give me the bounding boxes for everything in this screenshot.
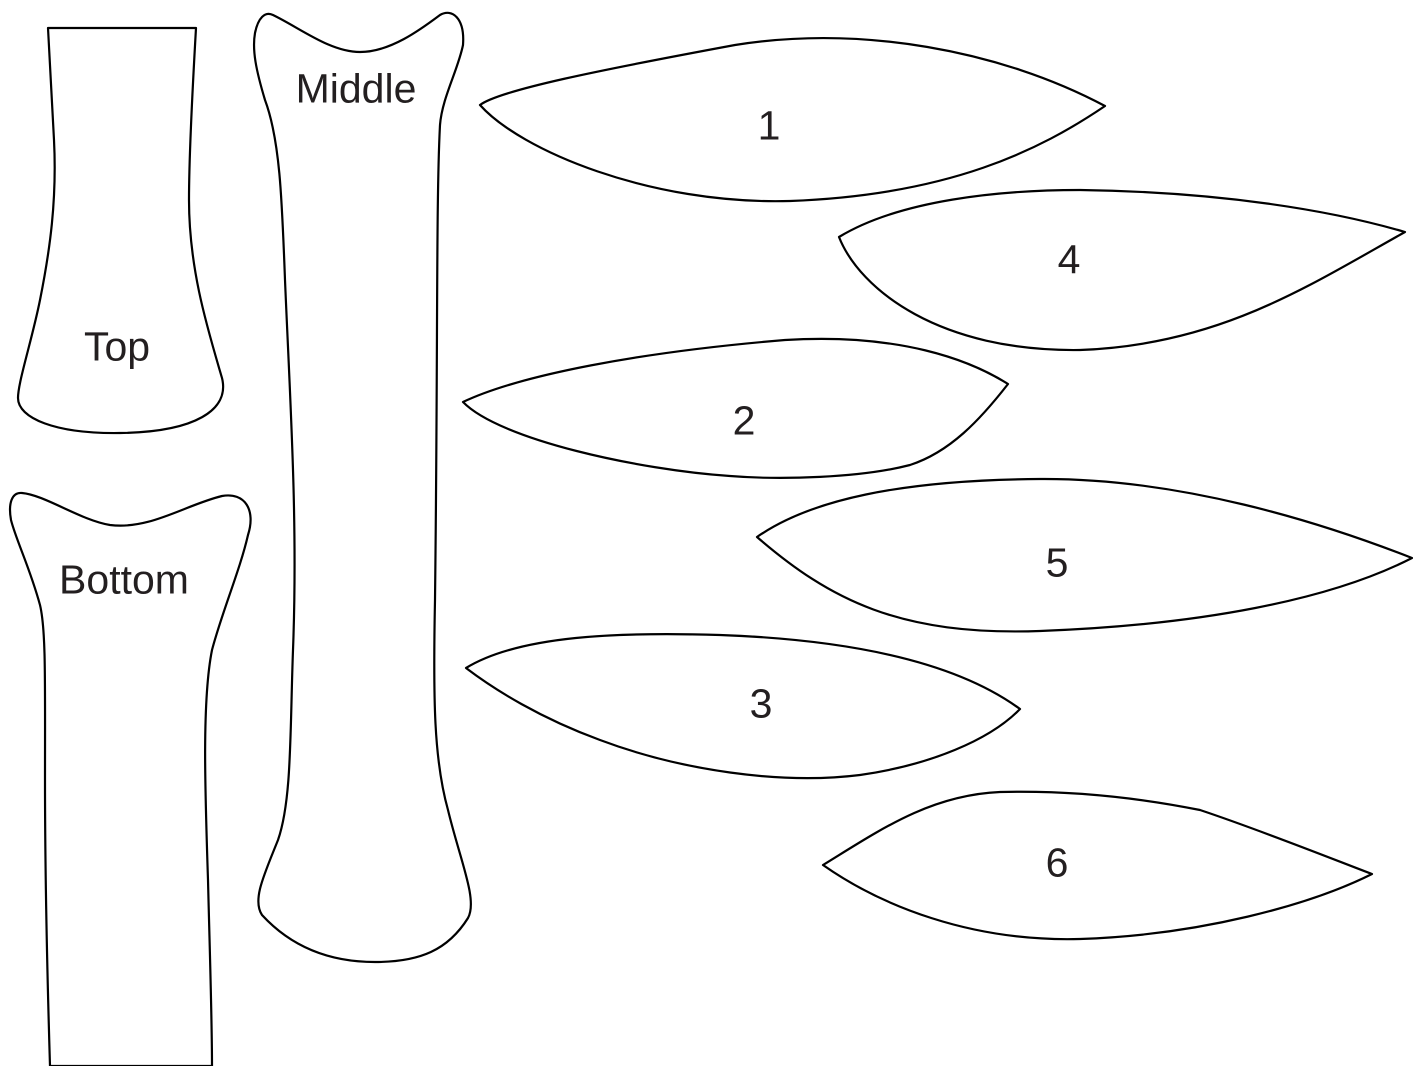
top-piece-outline [16, 26, 225, 435]
petal-3-label: 3 [749, 680, 773, 727]
petal-1-label: 1 [757, 102, 781, 149]
petal-6-label: 6 [1045, 839, 1069, 886]
petal-2-label: 2 [732, 397, 756, 444]
petal-6-outline [821, 790, 1374, 941]
petal-5-label: 5 [1045, 539, 1069, 586]
petal-4-outline [837, 188, 1407, 352]
middle-piece-outline [252, 11, 472, 964]
petal-3-outline [464, 633, 1022, 780]
middle-label: Middle [295, 65, 417, 112]
bottom-label: Bottom [59, 556, 189, 603]
petal-1-outline [478, 37, 1107, 203]
petal-4-label: 4 [1057, 236, 1081, 283]
petal-2-outline [461, 337, 1010, 479]
top-label: Top [83, 323, 151, 370]
petal-5-outline [755, 477, 1413, 633]
bottom-piece-outline [8, 491, 252, 1066]
